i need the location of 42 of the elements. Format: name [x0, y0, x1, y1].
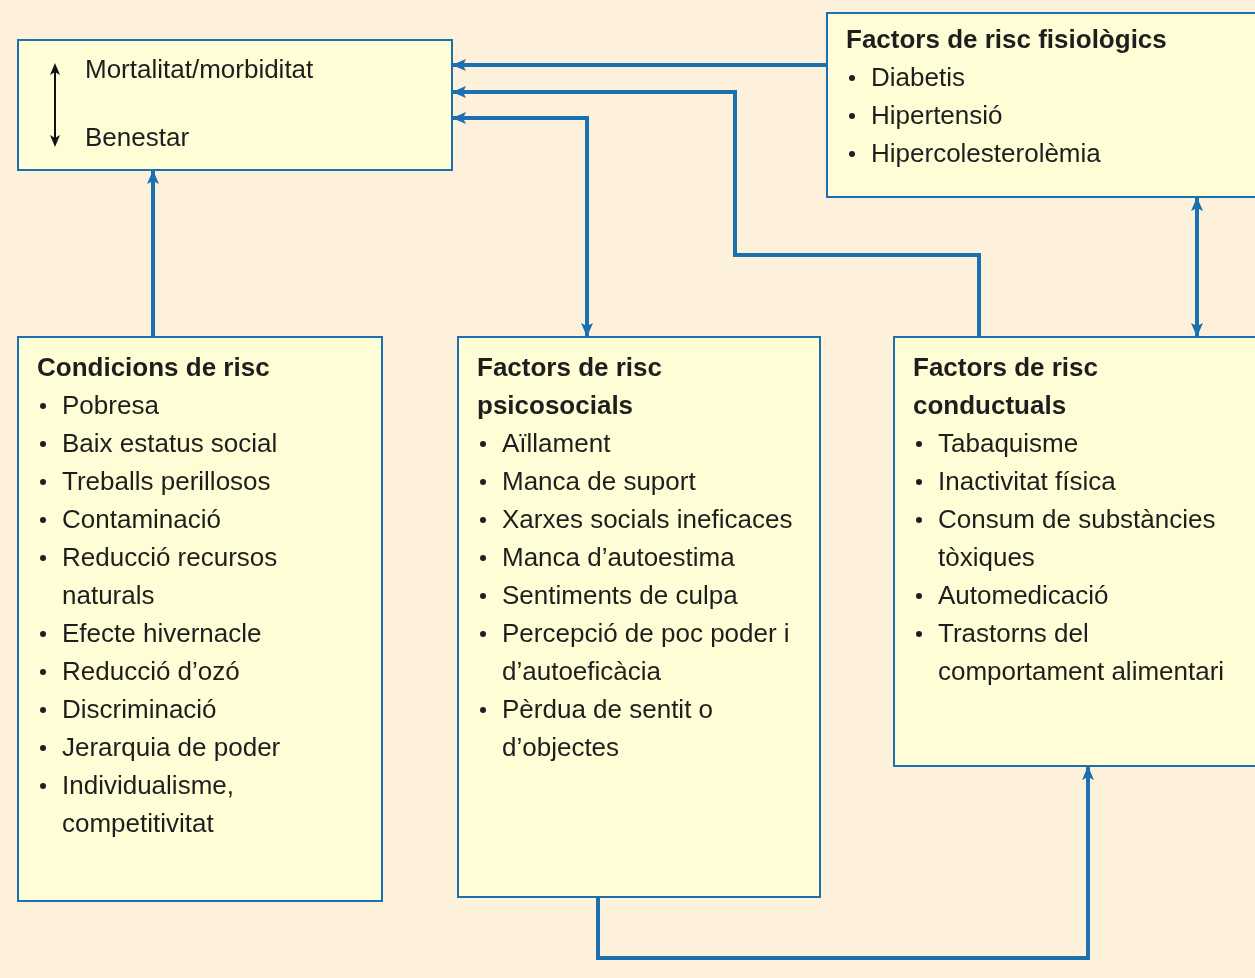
list-item: Hipercolesterolèmia	[846, 134, 1101, 172]
list-item: Aïllament	[477, 424, 611, 462]
list-item: Efecte hivernacle	[37, 614, 262, 652]
list-item: Individualisme, competitivitat	[37, 766, 363, 842]
text-box	[457, 336, 821, 898]
text-box	[17, 39, 453, 171]
outcome-label: Benestar	[85, 121, 190, 153]
list-item: Manca d’autoestima	[477, 538, 735, 576]
box-heading: Condicions de risc	[37, 351, 270, 384]
text-box	[826, 12, 1255, 198]
arrow	[596, 766, 1094, 960]
list-item: Inactivitat física	[913, 462, 1116, 500]
arrow	[1191, 197, 1203, 337]
arrow	[452, 86, 981, 336]
box-heading: Factors de risc fisiològics	[846, 23, 1167, 56]
list-item: Treballs perillosos	[37, 462, 271, 500]
list-item: Manca de suport	[477, 462, 696, 500]
list-item: Pobresa	[37, 386, 159, 424]
list-item: Tabaquisme	[913, 424, 1079, 462]
list-item: Diabetis	[846, 58, 965, 96]
outcome-label: Mortalitat/morbiditat	[85, 53, 314, 85]
text-box	[893, 336, 1255, 767]
arrow	[452, 59, 826, 71]
list-item: Contaminació	[37, 500, 221, 538]
list-item: Pèrdua de sentit o d’objectes	[477, 690, 801, 766]
list-item: Consum de substàncies tòxiques	[913, 500, 1245, 576]
list-item: Jerarquia de poder	[37, 728, 281, 766]
text-box	[17, 336, 383, 902]
list-item: Reducció d’ozó	[37, 652, 240, 690]
list-item: Sentiments de culpa	[477, 576, 738, 614]
list-item: Xarxes socials ineficaces	[477, 500, 793, 538]
box-heading: Factors de risc conductuals	[913, 351, 1099, 422]
list-item: Percepció de poc poder i d’autoeficàcia	[477, 614, 801, 690]
arrow	[452, 112, 593, 337]
list-item: Trastorns del comportament alimentari	[913, 614, 1245, 690]
list-item: Hipertensió	[846, 96, 1003, 134]
list-item: Reducció recursos naturals	[37, 538, 363, 614]
arrow	[147, 170, 159, 336]
list-item: Baix estatus social	[37, 424, 278, 462]
box-heading: Factors de risc psicosocials	[477, 351, 663, 422]
list-item: Discriminació	[37, 690, 217, 728]
list-item: Automedicació	[913, 576, 1109, 614]
